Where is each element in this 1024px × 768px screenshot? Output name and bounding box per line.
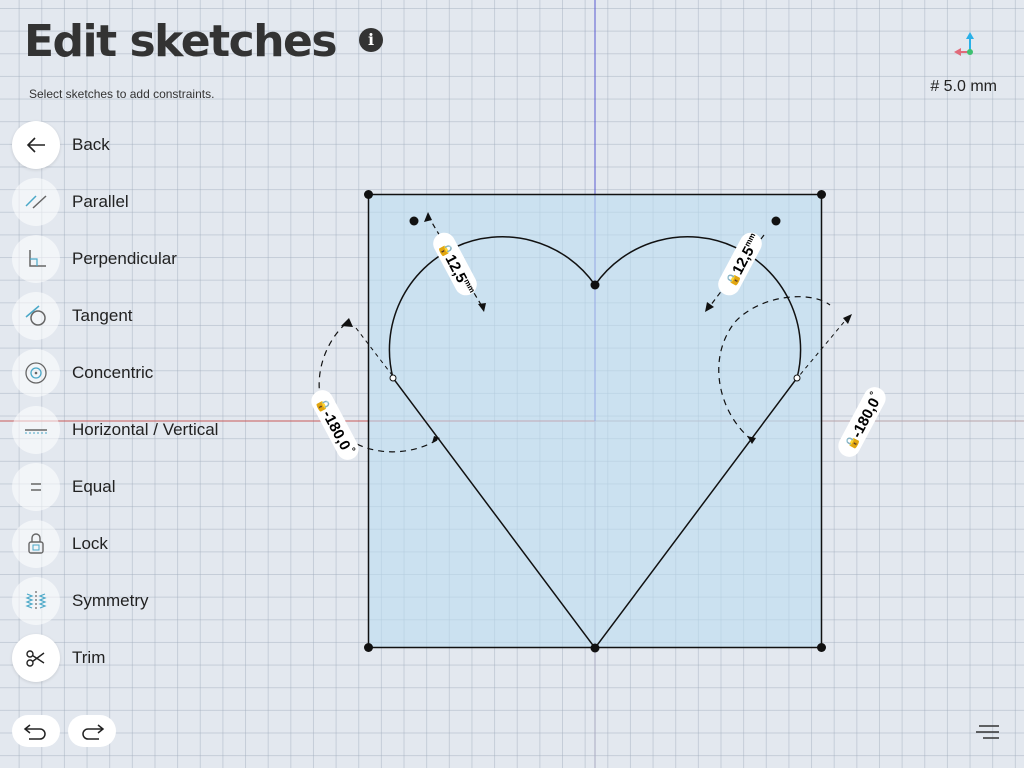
tool-label: Horizontal / Vertical <box>72 420 219 439</box>
perpendicular-icon <box>29 250 46 267</box>
tool-concentric[interactable]: Concentric <box>12 349 153 397</box>
tool-label: Trim <box>72 648 106 667</box>
page-subtitle: Select sketches to add constraints. <box>29 87 215 101</box>
tangent-point[interactable] <box>389 374 397 382</box>
tool-label: Back <box>72 135 110 154</box>
scissors-icon <box>26 650 45 667</box>
lock-icon <box>28 533 44 554</box>
horizontal-vertical-icon <box>25 429 47 434</box>
sketch-point[interactable] <box>364 190 373 199</box>
tool-trim[interactable]: Trim <box>12 634 105 682</box>
arrow-left-icon <box>26 137 45 153</box>
equal-icon <box>31 483 41 491</box>
sketch-rectangle[interactable] <box>367 193 823 649</box>
angle-dimension-arc <box>318 320 438 453</box>
sketch-point[interactable] <box>771 216 781 226</box>
tool-parallel[interactable]: Parallel <box>12 178 129 226</box>
angle-dimension-arc <box>718 296 831 441</box>
info-icon[interactable]: i <box>359 28 383 52</box>
tool-lock[interactable]: Lock <box>12 520 108 568</box>
arrowhead <box>747 436 756 444</box>
angle-extension-line <box>355 327 393 376</box>
page-title: Edit sketches <box>24 16 338 67</box>
angle-label-left[interactable]: 🔒 -180,0 ° <box>307 386 362 463</box>
tool-label: Perpendicular <box>72 249 177 268</box>
redo-icon <box>82 724 105 740</box>
symmetry-icon <box>25 591 47 611</box>
angle-label-right[interactable]: 🔒 -180,0 ° <box>834 383 889 460</box>
sketch-point[interactable] <box>364 643 373 652</box>
redo-button[interactable] <box>68 715 116 747</box>
arrowhead <box>432 436 440 443</box>
sketch-point[interactable] <box>817 190 826 199</box>
menu-icon[interactable] <box>975 724 1001 742</box>
angle-unit: ° <box>345 446 357 455</box>
arrowhead <box>478 303 486 312</box>
angle-extension-line <box>798 315 850 377</box>
history-controls <box>12 715 116 747</box>
arrowhead <box>843 314 852 324</box>
sketch-point[interactable] <box>409 216 419 226</box>
tool-symmetry[interactable]: Symmetry <box>12 577 149 625</box>
grid-size-indicator[interactable]: # 5.0 mm <box>930 78 997 95</box>
sketch-point[interactable] <box>590 280 600 290</box>
tool-label: Parallel <box>72 192 129 211</box>
tool-horizontal-vertical[interactable]: Horizontal / Vertical <box>12 406 218 454</box>
orientation-axes-icon[interactable] <box>952 30 986 60</box>
lock-icon: 🔒 <box>437 240 456 260</box>
tool-label: Tangent <box>72 306 133 325</box>
undo-icon <box>23 724 46 740</box>
tool-equal[interactable]: Equal <box>12 463 115 511</box>
tool-back[interactable]: Back <box>12 121 110 169</box>
tangent-point[interactable] <box>793 374 801 382</box>
angle-unit: ° <box>868 390 880 399</box>
sketch-point[interactable] <box>590 643 600 653</box>
tool-label: Lock <box>72 534 108 553</box>
lock-icon: 🔒 <box>723 269 742 289</box>
tool-label: Symmetry <box>72 591 149 610</box>
parallel-icon <box>25 195 47 209</box>
lock-icon: 🔒 <box>314 396 333 416</box>
arrowhead <box>424 212 432 222</box>
tool-label: Concentric <box>72 363 154 382</box>
arrowhead <box>705 302 714 312</box>
tool-tangent[interactable]: Tangent <box>12 292 133 340</box>
tool-perpendicular[interactable]: Perpendicular <box>12 235 177 283</box>
concentric-icon <box>25 362 47 384</box>
lock-icon: 🔒 <box>843 432 862 452</box>
sketch-point[interactable] <box>817 643 826 652</box>
tool-label: Equal <box>72 477 116 496</box>
tangent-icon <box>25 305 46 326</box>
undo-button[interactable] <box>12 715 60 747</box>
arrowhead <box>341 318 353 327</box>
